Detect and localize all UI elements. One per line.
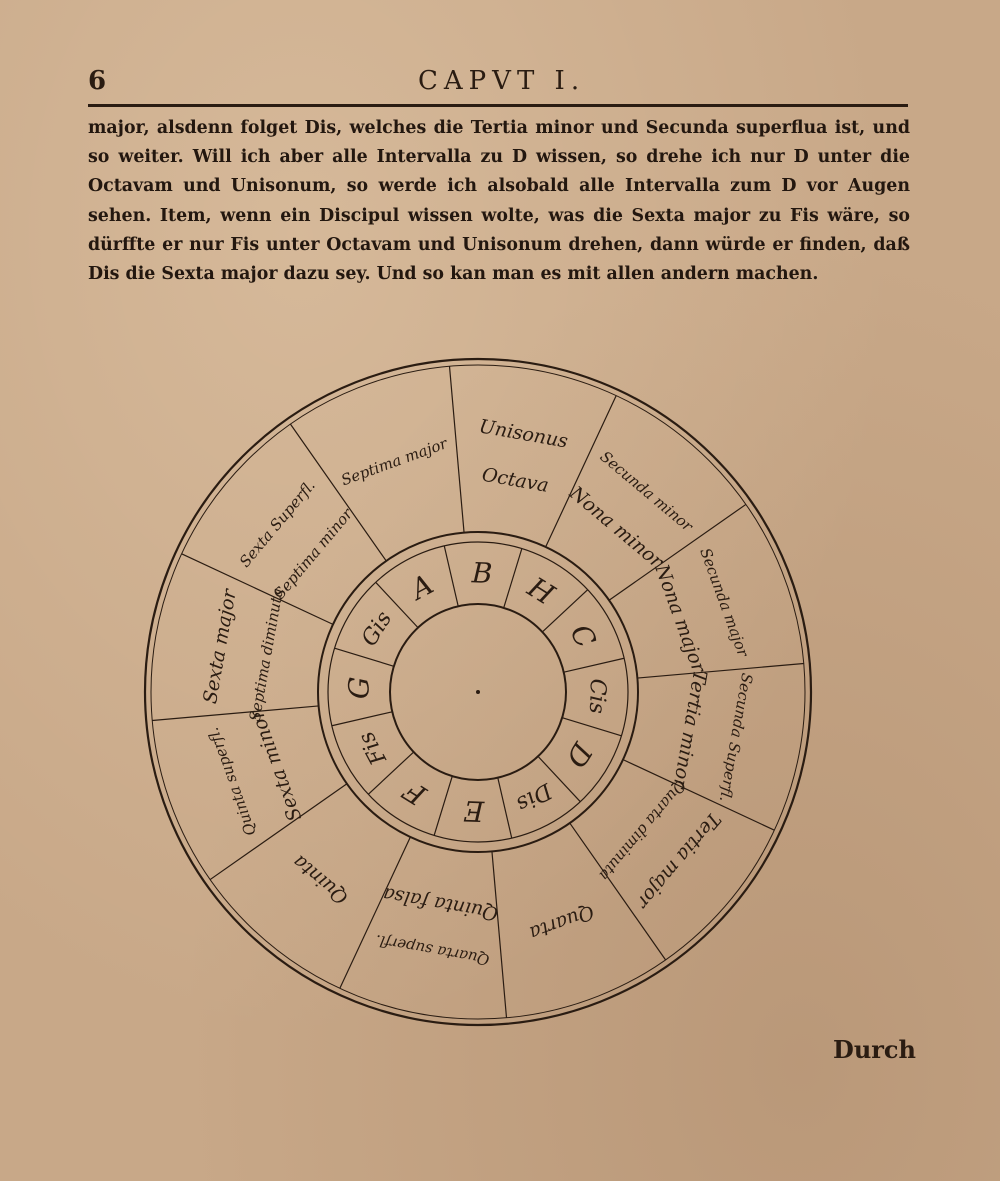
outer-divider-line — [448, 366, 465, 533]
inner-divider-line — [561, 717, 622, 737]
inner-divider-line — [367, 751, 415, 795]
note-label: Cis — [584, 678, 610, 714]
note-label: G — [342, 676, 376, 700]
middle-circle-outer — [317, 531, 639, 853]
inner-divider-line — [537, 755, 581, 803]
page-header: 6 CAPVT I. — [88, 66, 908, 106]
inner-circle — [389, 603, 567, 781]
note-label: C — [563, 619, 602, 653]
interval-label-line1: Secunda Superfl. — [716, 672, 756, 804]
interval-label-line2: Octava — [480, 464, 550, 497]
outer-divider-line — [339, 836, 411, 989]
inner-divider-line — [563, 657, 625, 673]
interval-label-line1: Secunda major — [696, 546, 752, 660]
page-number: 6 — [88, 66, 107, 96]
outer-divider-line — [622, 759, 775, 831]
interval-label-line1: Unisonus — [477, 415, 569, 452]
interval-label-line1: Sexta major — [199, 586, 241, 706]
middle-circle-inner — [327, 541, 629, 843]
interval-label-line2: Septima diminuta — [246, 587, 287, 723]
interval-label-line2: Tertia minor — [668, 669, 711, 792]
inner-divider-line — [443, 545, 459, 607]
outer-circle-inner-line — [150, 364, 806, 1020]
note-label: D — [559, 736, 599, 773]
interval-label-line2: Quinta falsa — [381, 883, 500, 925]
inner-divider-line — [497, 777, 513, 839]
inner-divider-line — [503, 548, 523, 609]
inner-divider-line — [334, 647, 395, 667]
interval-label-line1: Quarta superfl. — [374, 931, 491, 969]
note-label: A — [403, 568, 439, 608]
outer-divider-line — [545, 395, 617, 548]
outer-divider-line — [181, 553, 334, 625]
note-label: Gis — [357, 607, 397, 651]
outer-divider-line — [637, 662, 804, 679]
body-paragraph: major, alsdenn folget Dis, welches die T… — [88, 114, 910, 289]
interval-label-line2: Nona major — [650, 560, 710, 677]
inner-divider-line — [541, 589, 589, 633]
inner-divider-line — [375, 581, 419, 629]
outer-divider-line — [608, 503, 747, 601]
note-label: E — [463, 794, 486, 828]
note-label: B — [470, 556, 493, 590]
interval-label-line2: Sexta minor — [245, 705, 306, 824]
outer-divider-line — [569, 822, 667, 961]
outer-divider-line — [209, 783, 348, 881]
interval-label-line1: Quinta — [289, 850, 353, 909]
running-head: CAPVT I. — [418, 66, 586, 96]
note-label: F — [397, 773, 433, 813]
outer-circle — [143, 357, 813, 1027]
header-rule — [88, 104, 908, 107]
outer-divider-line — [289, 423, 387, 562]
body-text: major, alsdenn folget Dis, welches die T… — [88, 118, 910, 285]
center-point — [476, 690, 480, 694]
note-label: Dis — [512, 777, 556, 816]
interval-label-line1: Quinta superfl. — [204, 725, 260, 838]
inner-divider-line — [331, 711, 393, 727]
outer-divider-line — [152, 705, 319, 722]
outer-divider-line — [491, 851, 508, 1018]
inner-divider-line — [433, 775, 453, 836]
note-label: Fis — [354, 727, 392, 769]
interval-label-line1: Quarta — [526, 900, 597, 944]
note-label: H — [521, 570, 561, 612]
interval-label-line1: Septima major — [339, 434, 451, 489]
catchword: Durch — [833, 1035, 916, 1064]
